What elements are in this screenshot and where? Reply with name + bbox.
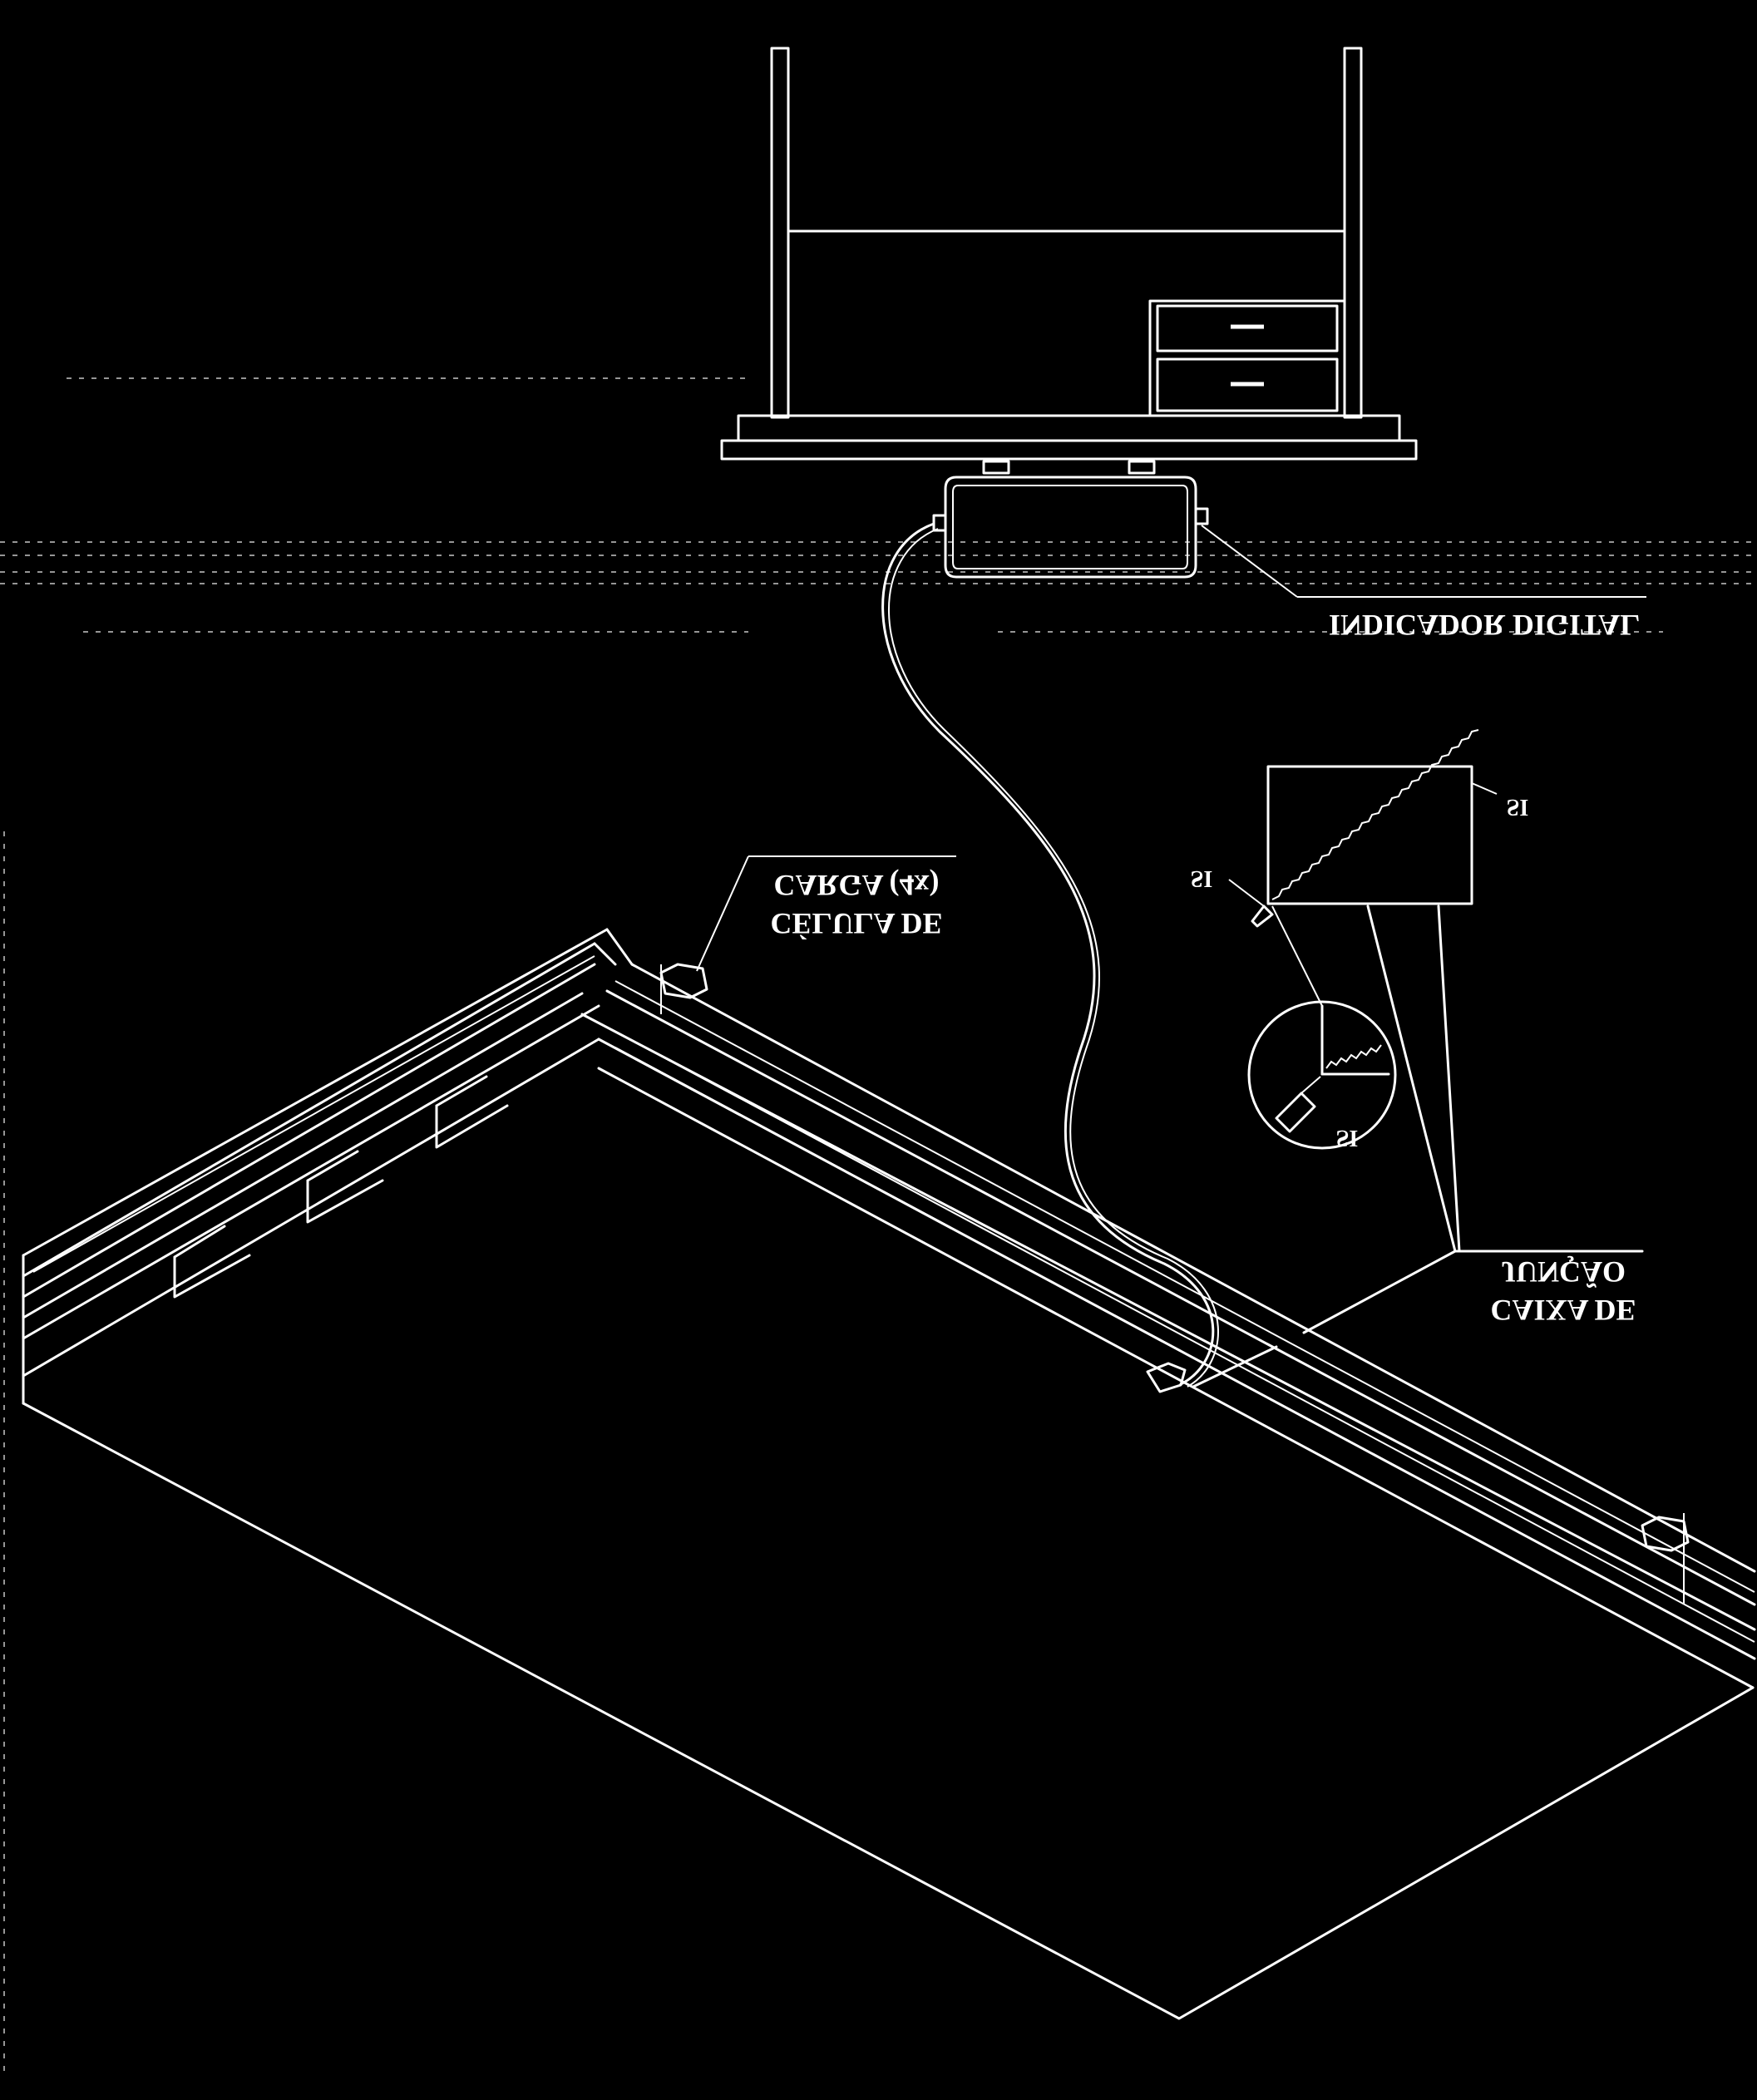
si-detail-text: SI bbox=[1336, 1125, 1358, 1151]
digital-indicator bbox=[932, 460, 1209, 579]
platform bbox=[22, 928, 1756, 2020]
label-si-top-left: SI bbox=[1191, 865, 1212, 891]
label-caixa-de-juncao: CAIXA DE JUNÇÃO bbox=[1490, 1255, 1636, 1327]
label-si-detail: SI bbox=[1336, 1125, 1358, 1151]
label-indicador-digital: INDICADOR DIGITAL bbox=[1329, 609, 1640, 642]
signal-cable bbox=[881, 522, 1215, 1386]
drawer-unit bbox=[1148, 299, 1346, 417]
si-top-left-text: SI bbox=[1191, 865, 1212, 891]
celula-de-line1: CÉLULA DE bbox=[770, 907, 942, 940]
cabinet bbox=[720, 47, 1418, 461]
celula-de-line2: CARGA (4x) bbox=[774, 869, 940, 902]
label-si-top-right: SI bbox=[1507, 794, 1528, 820]
caixa-de-line1: CAIXA DE bbox=[1490, 1294, 1636, 1327]
load-cell-far-right bbox=[1641, 1516, 1690, 1552]
load-cell-near-left bbox=[659, 963, 708, 999]
indicador-digital-text: INDICADOR DIGITAL bbox=[1329, 609, 1640, 642]
junction-box-detail bbox=[1228, 729, 1644, 1253]
label-celula-de-carga: CÉLULA DE CARGA (4x) bbox=[770, 869, 942, 940]
junction-box bbox=[1146, 1362, 1187, 1393]
caixa-de-line2: JUNÇÃO bbox=[1501, 1255, 1626, 1289]
scan-noise bbox=[0, 377, 1757, 2078]
si-top-right-text: SI bbox=[1507, 794, 1528, 820]
